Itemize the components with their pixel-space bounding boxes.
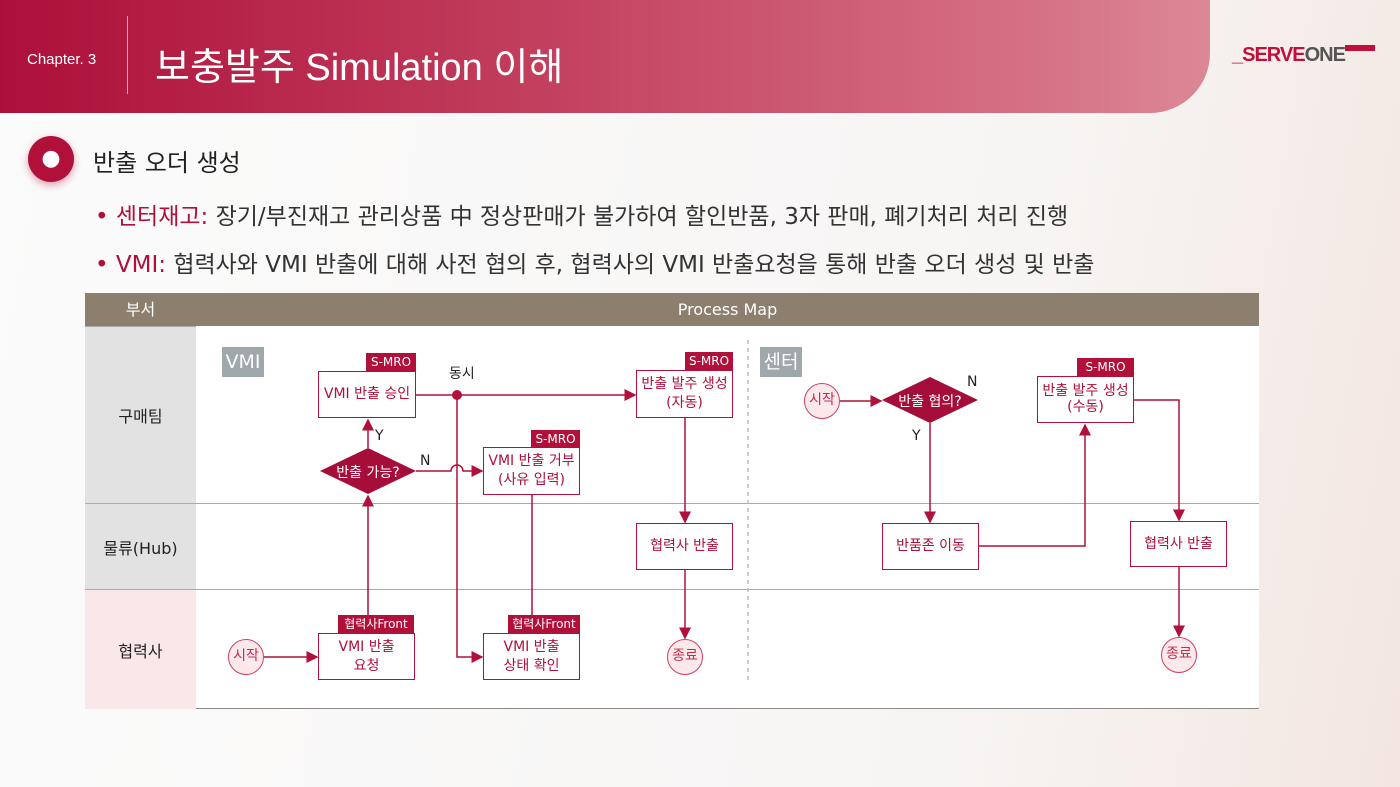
box-text: VMI 반출 bbox=[338, 638, 395, 655]
box-text: 반출 발주 생성 bbox=[641, 376, 728, 393]
decision-agree-text: 반출 협의? bbox=[898, 394, 962, 410]
chapter-label: Chapter. 3 bbox=[27, 51, 97, 68]
start-circle: 시작 bbox=[228, 639, 264, 675]
box-text: 요청 bbox=[353, 657, 380, 674]
logo-bar bbox=[1345, 45, 1375, 51]
vmi-approve-box: VMI 반출 승인 bbox=[318, 371, 416, 418]
header-banner bbox=[0, 0, 1210, 113]
page-title: 보충발주 Simulation 이해 bbox=[155, 47, 564, 89]
auto-order-box: 반출 발주 생성 (자동) bbox=[636, 370, 733, 418]
row-divider bbox=[196, 503, 1259, 504]
logo-part: ONE bbox=[1304, 44, 1346, 66]
bullet-text: 장기/부진재고 관리상품 中 정상판매가 불가하여 할인반품, 3자 판매, 폐… bbox=[208, 204, 1069, 230]
row-label-partner: 협력사 bbox=[85, 589, 196, 709]
decision-possible-text: 반출 가능? bbox=[336, 465, 400, 481]
decision-diamond bbox=[320, 448, 416, 494]
start-circle: 시작 bbox=[804, 383, 840, 419]
lightbulb-icon: ● bbox=[28, 136, 74, 182]
smro-tag: S-MRO bbox=[1077, 358, 1134, 376]
box-text: (사유 입력) bbox=[498, 472, 565, 488]
section-heading: 반출 오더 생성 bbox=[93, 149, 241, 177]
divider bbox=[127, 16, 128, 94]
bullet-center-stock: • 센터재고: 장기/부진재고 관리상품 中 정상판매가 불가하여 할인반품, … bbox=[95, 204, 1069, 230]
box-text: 반출 발주 생성 bbox=[1042, 383, 1129, 400]
logo-part: _SERVE bbox=[1232, 44, 1306, 66]
smro-tag: S-MRO bbox=[685, 352, 733, 370]
box-text: 협력사 반출 bbox=[650, 538, 719, 555]
bullet-key: 센터재고: bbox=[115, 204, 209, 230]
no-label: N bbox=[420, 453, 431, 469]
partner-front-tag: 협력사Front bbox=[338, 615, 414, 633]
simultaneous-label: 동시 bbox=[449, 366, 475, 382]
bullet-key: VMI: bbox=[115, 252, 167, 278]
partner-front-tag: 협력사Front bbox=[508, 615, 580, 633]
smro-tag: S-MRO bbox=[531, 430, 580, 448]
yes-label: Y bbox=[912, 428, 921, 444]
bullet-text: 협력사와 VMI 반출에 대해 사전 협의 후, 협력사의 VMI 반출요청을 … bbox=[166, 252, 1095, 278]
end-circle: 종료 bbox=[667, 639, 703, 675]
decision-diamond bbox=[882, 377, 978, 423]
box-text: 상태 확인 bbox=[503, 657, 560, 674]
row-label-logistics: 물류(Hub) bbox=[85, 503, 196, 589]
row-label-purchasing: 구매팀 bbox=[85, 326, 196, 503]
smro-tag: S-MRO bbox=[366, 353, 416, 371]
col-header-process-map: Process Map bbox=[196, 293, 1259, 326]
partner-ship-box-center: 협력사 반출 bbox=[1130, 521, 1227, 567]
box-text: (자동) bbox=[666, 395, 703, 411]
yes-label: Y bbox=[375, 428, 384, 444]
center-label: 센터 bbox=[760, 347, 802, 377]
box-text: 협력사 반출 bbox=[1144, 535, 1213, 552]
box-text: VMI 반출 bbox=[503, 638, 560, 655]
bullet-vmi: • VMI: 협력사와 VMI 반출에 대해 사전 협의 후, 협력사의 VMI… bbox=[95, 252, 1095, 278]
box-text: VMI 반출 승인 bbox=[323, 386, 411, 403]
return-zone-box: 반품존 이동 bbox=[882, 523, 979, 570]
row-divider bbox=[196, 589, 1259, 590]
no-label: N bbox=[967, 374, 978, 390]
vmi-reject-box: VMI 반출 거부 (사유 입력) bbox=[483, 447, 580, 495]
vmi-label: VMI bbox=[222, 347, 264, 377]
serveone-logo: _SERVEONE bbox=[1232, 44, 1346, 67]
box-text: 반품존 이동 bbox=[896, 538, 965, 555]
col-header-dept: 부서 bbox=[85, 293, 196, 326]
box-text: (수동) bbox=[1067, 398, 1104, 415]
manual-order-box: 반출 발주 생성(수동) bbox=[1037, 376, 1134, 423]
process-table: 부서 Process Map 구매팀 물류(Hub) 협력사 bbox=[85, 293, 1259, 709]
end-circle: 종료 bbox=[1161, 637, 1197, 673]
box-text: VMI 반출 거부 bbox=[488, 453, 575, 470]
partner-ship-box: 협력사 반출 bbox=[636, 523, 733, 570]
